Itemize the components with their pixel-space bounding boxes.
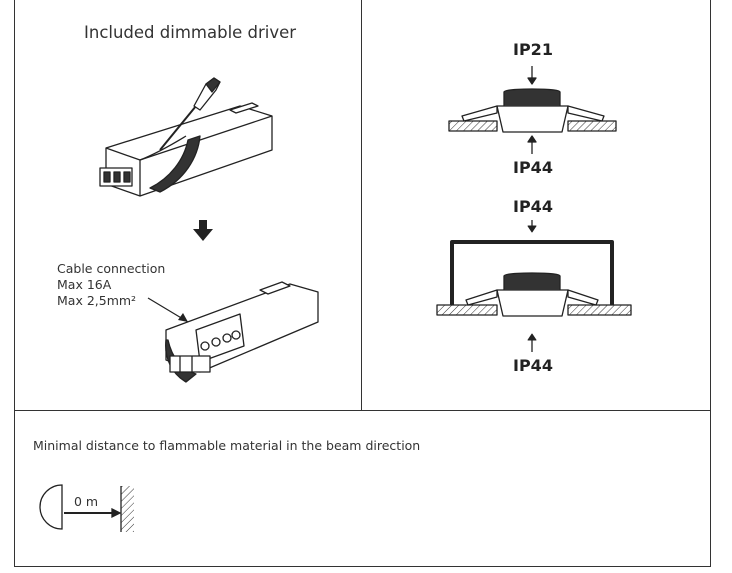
driver-with-screwdriver-icon (99, 77, 273, 197)
cable-line-3: Max 2,5mm² (57, 293, 137, 308)
hatched-wall-icon (121, 486, 134, 532)
horizontal-divider (14, 410, 711, 411)
ip-label-top-below: IP44 (513, 158, 553, 177)
distance-label: 0 m (74, 494, 99, 509)
ip-label-bottom-below: IP44 (513, 356, 553, 375)
lamp-beam-icon (39, 484, 122, 530)
vertical-divider (361, 0, 362, 411)
downlight-enclosure-icon (436, 220, 632, 352)
outer-frame (14, 0, 711, 567)
flammable-distance-note: Minimal distance to flammable material i… (33, 438, 421, 453)
cable-connection-text: Cable connection Max 16A Max 2,5mm² (57, 261, 165, 309)
cable-line-2: Max 16A (57, 277, 112, 292)
driver-title: Included dimmable driver (84, 23, 297, 42)
cable-line-1: Cable connection (57, 261, 166, 276)
ip-label-bottom-above: IP44 (513, 197, 553, 216)
ip-label-top-above: IP21 (513, 40, 553, 59)
open-driver-terminal-icon (165, 281, 319, 383)
downlight-section-icon (448, 66, 617, 154)
down-arrow-icon (193, 220, 213, 241)
